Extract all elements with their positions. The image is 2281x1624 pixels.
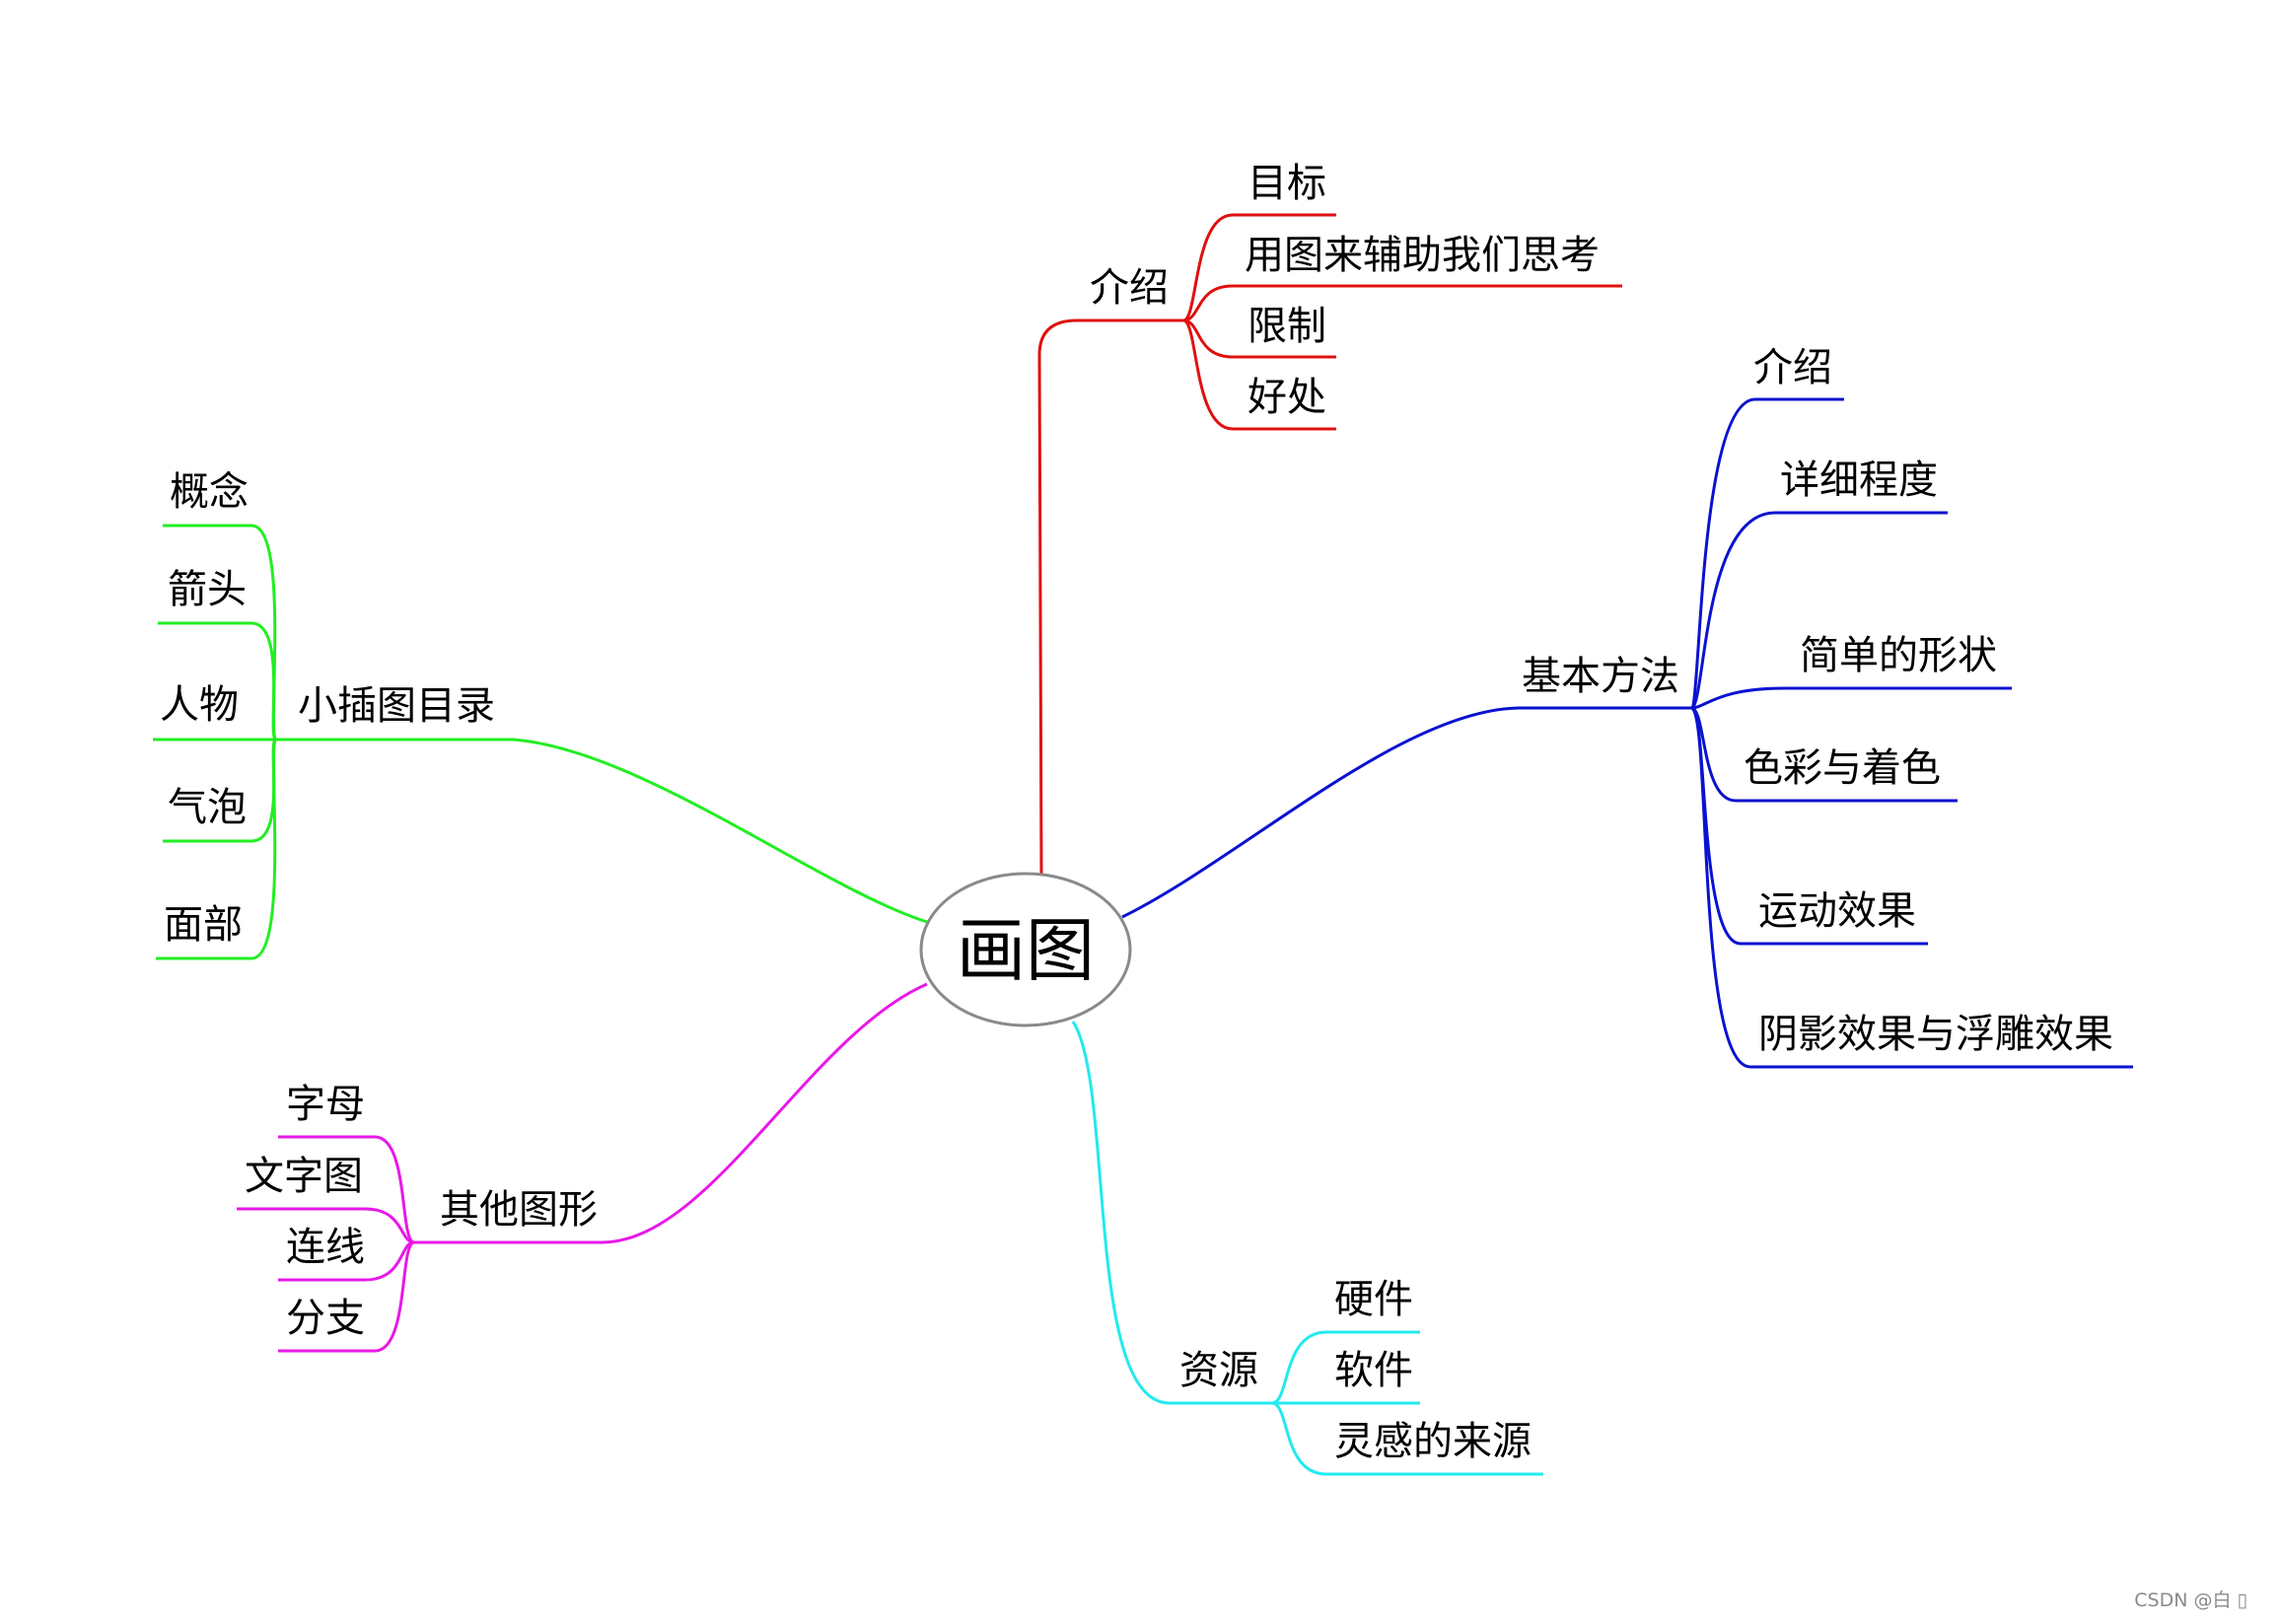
fork-resources-1 <box>1271 1330 1420 1405</box>
index-item-5: 面部 <box>164 902 243 948</box>
shapes-item-2: 文字图 <box>245 1154 363 1199</box>
fork-resources-3 <box>1271 1401 1543 1476</box>
intro-item-1: 目标 <box>1247 161 1326 206</box>
shapes-item-3: 连线 <box>286 1225 365 1270</box>
branch-index-label: 小插图目录 <box>298 683 495 729</box>
methods-item-2: 详细程度 <box>1780 458 1938 503</box>
fork-index-5 <box>156 738 278 960</box>
index-item-2: 箭头 <box>168 567 247 612</box>
fork-intro-2 <box>1182 284 1622 322</box>
branch-resources <box>1271 1330 1543 1476</box>
branch-methods <box>1689 397 2133 1069</box>
connector-index <box>276 738 928 924</box>
fork-intro-1 <box>1182 213 1336 322</box>
connector-intro <box>1037 318 1183 877</box>
branch-intro <box>1182 213 1622 431</box>
resources-item-2: 软件 <box>1334 1348 1413 1393</box>
fork-shapes-1 <box>278 1135 415 1244</box>
fork-intro-4 <box>1182 318 1336 431</box>
intro-item-3: 限制 <box>1247 304 1326 349</box>
index-item-4: 气泡 <box>168 785 247 830</box>
methods-item-1: 介绍 <box>1753 345 1832 390</box>
methods-item-3: 简单的形状 <box>1800 633 1997 678</box>
methods-item-5: 运动效果 <box>1758 888 1916 934</box>
branch-index <box>153 524 278 960</box>
intro-item-4: 好处 <box>1247 375 1326 420</box>
watermark: CSDN @白 ▯ <box>2134 1589 2247 1611</box>
fork-shapes-2 <box>237 1207 415 1244</box>
root-label: 画图 <box>957 910 1095 991</box>
connector-shapes <box>414 982 928 1244</box>
fork-methods-6 <box>1689 706 2133 1069</box>
fork-intro-3 <box>1182 318 1336 359</box>
intro-item-2: 用图来辅助我们思考 <box>1245 233 1600 278</box>
fork-index-2 <box>158 621 278 741</box>
methods-item-6: 阴影效果与浮雕效果 <box>1758 1012 2113 1057</box>
fork-methods-3 <box>1690 686 2012 710</box>
fork-methods-1 <box>1689 397 1844 710</box>
methods-item-4: 色彩与着色 <box>1744 745 1941 791</box>
index-item-3: 人物 <box>160 682 239 728</box>
shapes-item-1: 字母 <box>286 1082 365 1127</box>
index-item-1: 概念 <box>170 469 249 515</box>
branch-shapes-label: 其他图形 <box>440 1187 598 1233</box>
branch-methods-label: 基本方法 <box>1522 654 1679 699</box>
fork-shapes-4 <box>278 1240 415 1353</box>
connector-resources <box>1071 1021 1272 1405</box>
branch-intro-label: 介绍 <box>1090 265 1169 311</box>
resources-item-1: 硬件 <box>1334 1277 1413 1322</box>
root-node <box>919 872 1132 1027</box>
connector-methods <box>1121 706 1691 919</box>
fork-methods-2 <box>1689 511 1948 710</box>
resources-item-3: 灵感的来源 <box>1334 1419 1532 1464</box>
branch-resources-label: 资源 <box>1179 1348 1258 1393</box>
shapes-item-4: 分支 <box>286 1296 365 1341</box>
branch-shapes <box>237 1135 415 1353</box>
